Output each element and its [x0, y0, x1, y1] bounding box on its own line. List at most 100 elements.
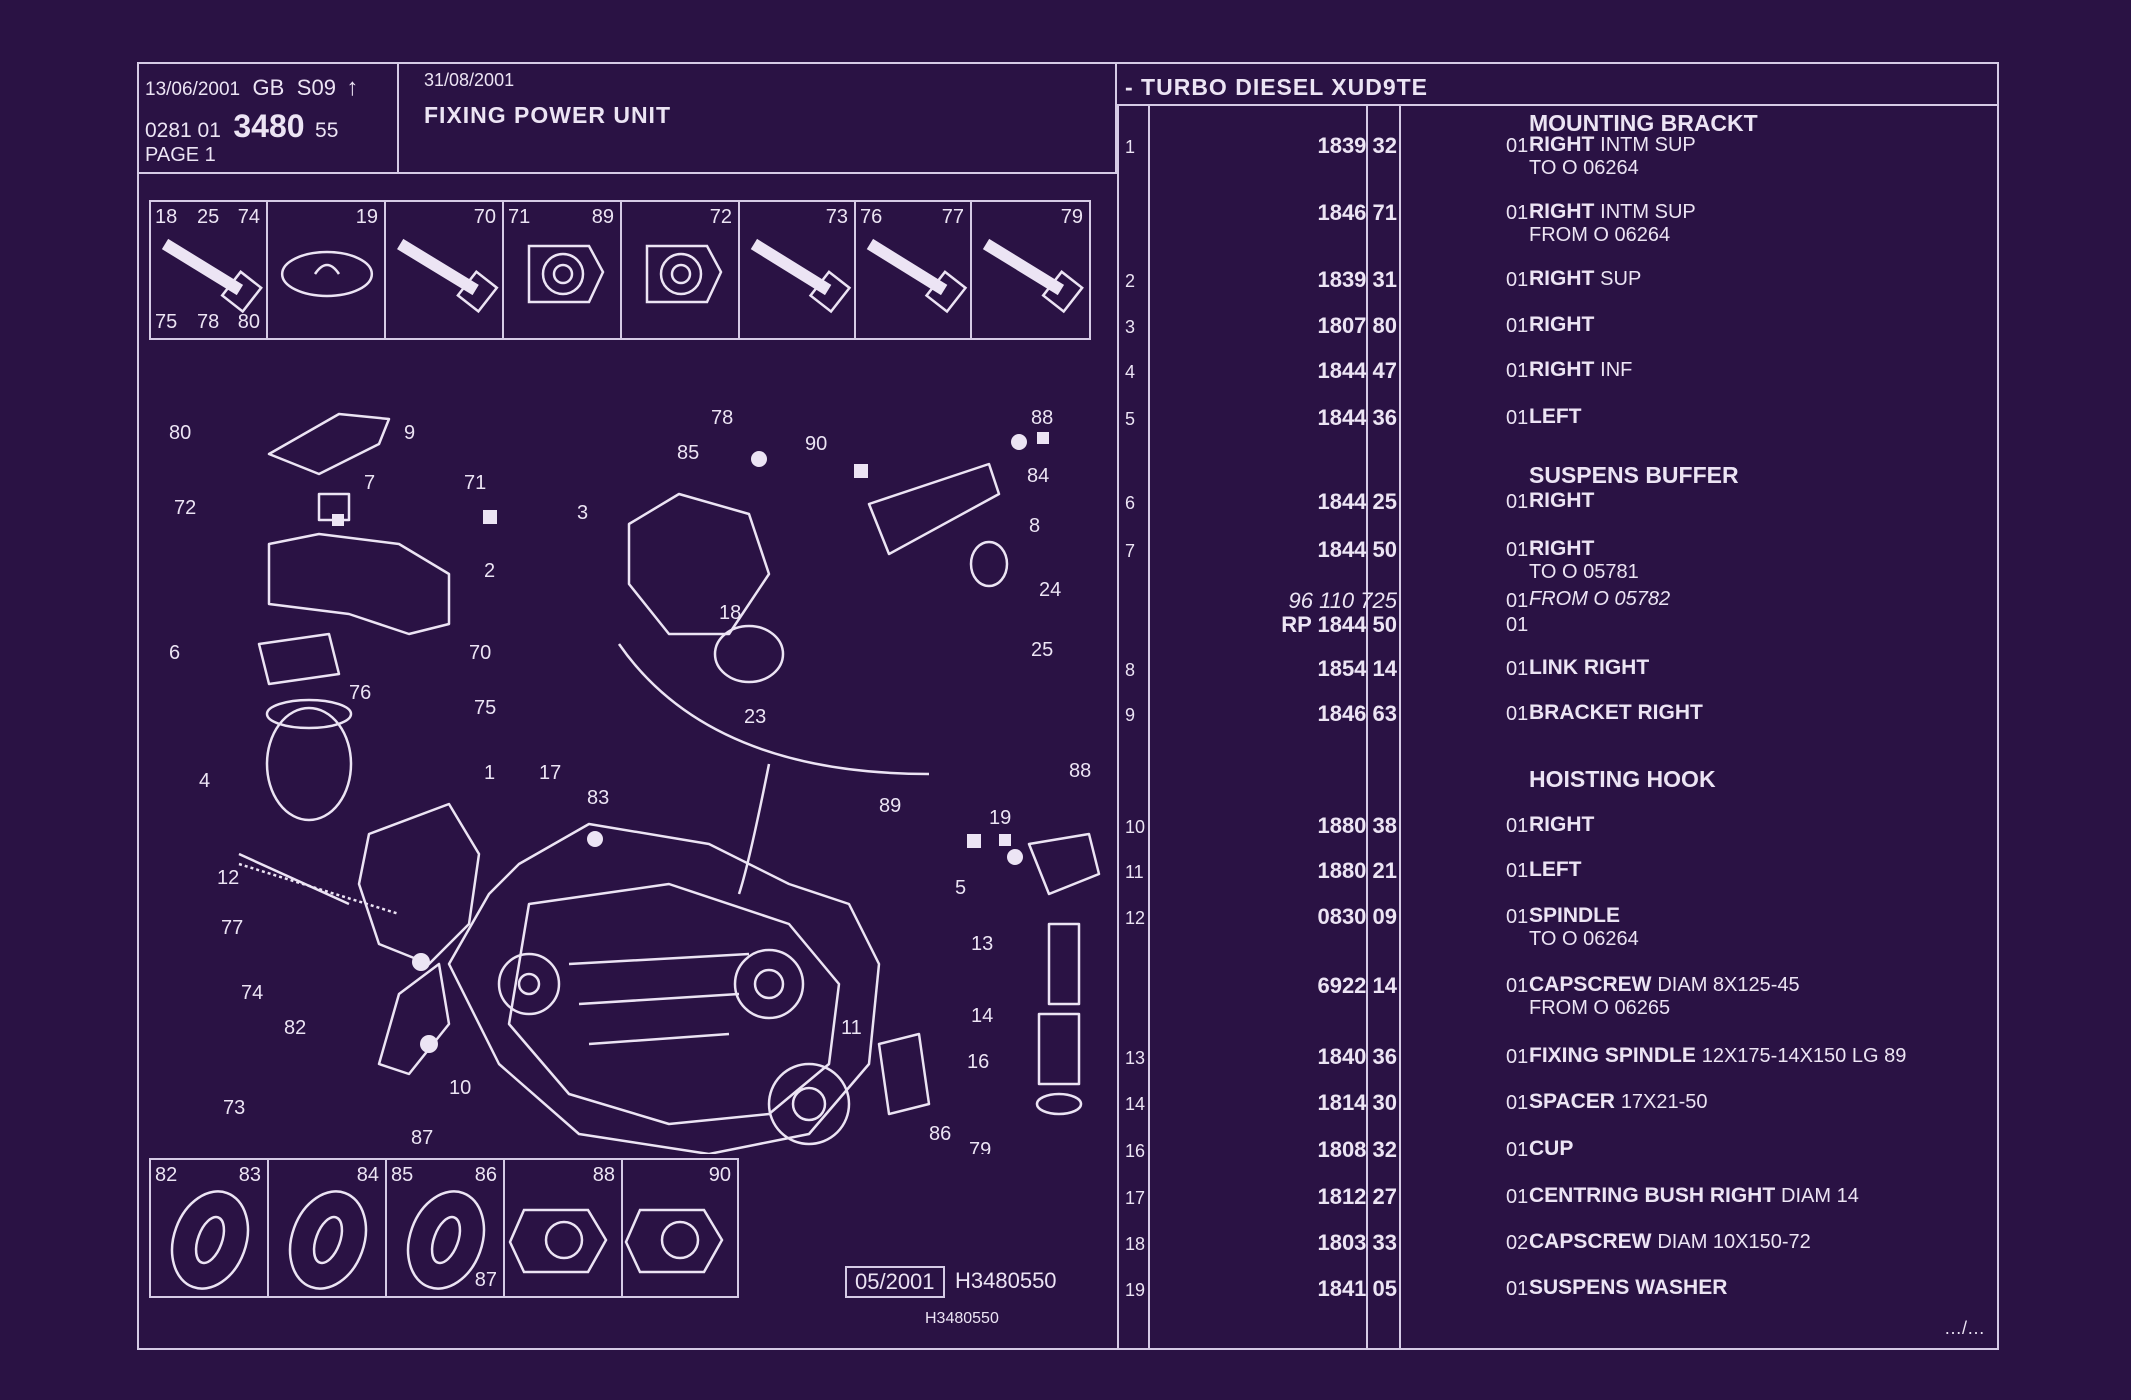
callout-number: 8 [1029, 515, 1040, 537]
thumbnail-callout: 82 [155, 1164, 178, 1186]
fastener-icon [866, 238, 968, 314]
thumbnail-callout: 72 [709, 206, 732, 228]
quantity: 01 [1506, 590, 1529, 612]
part-ref: 1807 80 [1317, 313, 1397, 338]
callout-number: 9 [404, 422, 415, 444]
part-ref: RP 1844 50 [1281, 612, 1397, 637]
part-description: RIGHT [1529, 489, 1594, 513]
description-main: RIGHT [1529, 267, 1595, 290]
thumbnail-callout: 88 [592, 1164, 615, 1186]
quantity: 01 [1506, 315, 1529, 337]
part-description: LEFT [1529, 858, 1582, 882]
description-main: RIGHT [1529, 537, 1595, 560]
code-suffix: 55 [315, 119, 339, 142]
footer-ref-small: H3480550 [925, 1310, 999, 1327]
fastener-icon [750, 238, 852, 314]
thumbnail-callout: 86 [474, 1164, 497, 1186]
callout-number: 25 [1031, 639, 1053, 661]
callout-number: 18 [719, 602, 741, 624]
part-ref: 1840 36 [1317, 1044, 1397, 1069]
part-description: FIXING SPINDLE 12X175-14X150 LG 89 [1529, 1044, 1906, 1068]
callout-number: 7 [364, 472, 375, 494]
part-ref: 96 110 725 [1288, 588, 1397, 613]
part-ref: 1844 25 [1317, 489, 1397, 514]
part-ref: 1803 33 [1317, 1230, 1397, 1255]
part-ref: 1812 27 [1317, 1184, 1397, 1209]
item-index: 13 [1125, 1048, 1146, 1068]
description-main: CENTRING BUSH RIGHT [1529, 1184, 1776, 1207]
code-main: 3480 [233, 108, 305, 144]
item-index: 12 [1125, 908, 1146, 928]
quantity: 01 [1506, 1278, 1529, 1300]
footer-date-box: 05/2001 [845, 1266, 945, 1298]
quantity: 01 [1506, 906, 1529, 928]
description-main: RIGHT [1529, 358, 1595, 381]
thumbnail-callout: 80 [237, 311, 260, 333]
fastener-thumbnail: 79 [972, 202, 1089, 338]
description-detail: DIAM 14 [1781, 1185, 1859, 1207]
quantity: 01 [1506, 1186, 1529, 1208]
part-ref: 1808 32 [1317, 1137, 1397, 1162]
column-line-index [1148, 106, 1150, 1348]
callout-number: 3 [577, 502, 588, 524]
fastener-icon [624, 1208, 724, 1274]
quantity: 01 [1506, 703, 1529, 725]
callout-number: 13 [971, 933, 993, 955]
item-index: 6 [1125, 493, 1136, 513]
continue-marker: …/… [1943, 1318, 1985, 1338]
callout-number: 86 [929, 1123, 951, 1145]
quantity: 01 [1506, 135, 1529, 157]
callout-number: 6 [169, 642, 180, 664]
part-ref: 1880 21 [1317, 858, 1397, 883]
description-main: FIXING SPINDLE [1529, 1044, 1696, 1067]
part-description: RIGHT INF [1529, 358, 1632, 382]
quantity: 01 [1506, 269, 1529, 291]
description-main: LEFT [1529, 858, 1582, 881]
applicability-note: FROM O 05782 [1529, 588, 1671, 610]
header-left: 13/06/2001 GB S09 ↑ 0281 01 3480 55 PAGE… [139, 64, 1117, 174]
group-title: SUSPENS BUFFER [1529, 462, 1739, 488]
applicability-note: TO O 06264 [1529, 157, 1639, 179]
part-ref: 1854 14 [1317, 656, 1397, 681]
part-ref: 1841 05 [1317, 1276, 1397, 1301]
quantity: 01 [1506, 1046, 1529, 1068]
callout-number: 17 [539, 762, 561, 784]
quantity: 01 [1506, 1139, 1529, 1161]
item-index: 7 [1125, 541, 1136, 561]
description-main: LEFT [1529, 405, 1582, 428]
fastener-icon [397, 238, 499, 314]
callout-number: 88 [1069, 760, 1091, 782]
description-main: SUSPENS WASHER [1529, 1276, 1728, 1299]
callout-number: 78 [711, 407, 733, 429]
quantity: 01 [1506, 407, 1529, 429]
callout-number: 70 [469, 642, 491, 664]
part-description: RIGHT INTM SUP [1529, 133, 1696, 157]
description-main: CAPSCREW [1529, 1230, 1652, 1253]
callout-number: 79 [969, 1139, 991, 1154]
part-ref: 1844 36 [1317, 405, 1397, 430]
engine-title: - TURBO DIESEL XUD9TE [1117, 64, 1997, 106]
part-description: RIGHT [1529, 313, 1594, 337]
fastener-thumbnail: 73 [740, 202, 856, 338]
thumbnail-callout: 77 [941, 206, 964, 228]
part-description: SPACER 17X21-50 [1529, 1090, 1708, 1114]
item-index: 14 [1125, 1094, 1146, 1114]
code-prefix: 0281 01 [145, 119, 221, 142]
description-detail: SUP [1600, 268, 1642, 290]
part-description: RIGHT [1529, 813, 1594, 837]
page-title: FIXING POWER UNIT [424, 102, 671, 128]
quantity: 01 [1506, 815, 1529, 837]
quantity: 01 [1506, 1092, 1529, 1114]
column-line-qty [1399, 106, 1401, 1348]
quantity: 01 [1506, 360, 1529, 382]
description-detail: INF [1600, 359, 1633, 381]
callout-number: 73 [223, 1097, 245, 1119]
item-index: 19 [1125, 1280, 1146, 1300]
fastener-thumbnail: 70 [386, 202, 504, 338]
description-main: RIGHT [1529, 200, 1595, 223]
part-description: CUP [1529, 1137, 1573, 1161]
